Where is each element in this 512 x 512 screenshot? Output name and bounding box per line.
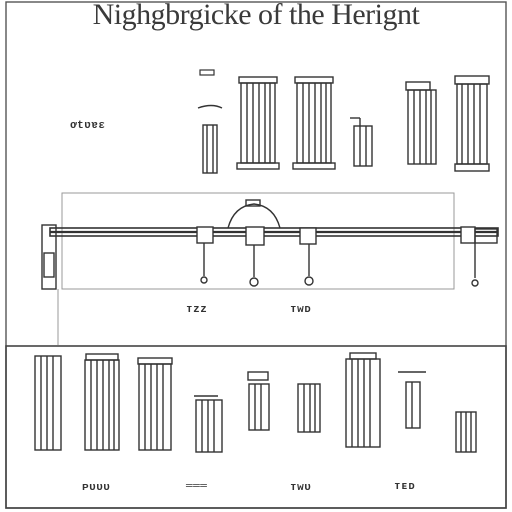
outer-frame <box>5 1 507 509</box>
column-top-tall-1 <box>405 81 437 165</box>
column-bottom-8 <box>398 371 426 429</box>
beam-bracket-3 <box>299 227 317 245</box>
lower-panel-frame <box>5 345 507 509</box>
main-beam <box>49 227 499 237</box>
label-bottom-4: ᴛᴇᴅ <box>394 481 416 493</box>
column-top-small-2 <box>350 117 373 167</box>
column-bottom-3 <box>137 357 173 451</box>
hanging-weight-3 <box>304 244 314 286</box>
column-top-large-2 <box>292 76 336 170</box>
beam-left-post <box>41 224 57 290</box>
column-top-large-1 <box>236 76 280 170</box>
label-bottom-3: ᴛᴡᴜ <box>290 482 312 494</box>
label-mid-right: ᴛᴡᴅ <box>290 304 312 316</box>
label-bottom-2: ═══ <box>186 481 208 493</box>
beam-end-cap <box>474 228 498 244</box>
column-bottom-7 <box>345 352 381 448</box>
column-bottom-9 <box>455 411 477 453</box>
center-dome <box>227 199 281 229</box>
column-bottom-6 <box>297 383 321 433</box>
hanging-weight-2 <box>249 245 259 287</box>
column-bottom-5 <box>247 371 270 431</box>
column-top-small-1 <box>197 104 223 174</box>
beam-bracket-1 <box>196 226 214 244</box>
beam-bracket-2 <box>245 226 265 246</box>
column-bottom-2 <box>84 353 120 451</box>
diagram-title: Nighgbrgicke of the Herignt <box>92 0 420 31</box>
label-mid-left: ᴛᴢᴢ <box>186 304 208 316</box>
beam-guide-frame <box>61 192 455 290</box>
label-side-left: ơtʋɐɛ <box>70 120 106 132</box>
label-bottom-1: ᴘᴜᴜᴜ <box>82 482 111 494</box>
hanging-weight-1 <box>200 243 208 284</box>
column-bottom-1 <box>34 355 62 451</box>
column-bottom-4 <box>194 395 223 453</box>
beam-bracket-4 <box>460 226 476 244</box>
small-cap-mark <box>199 69 215 76</box>
column-top-large-3 <box>454 75 490 172</box>
hanging-weight-4 <box>471 243 479 287</box>
